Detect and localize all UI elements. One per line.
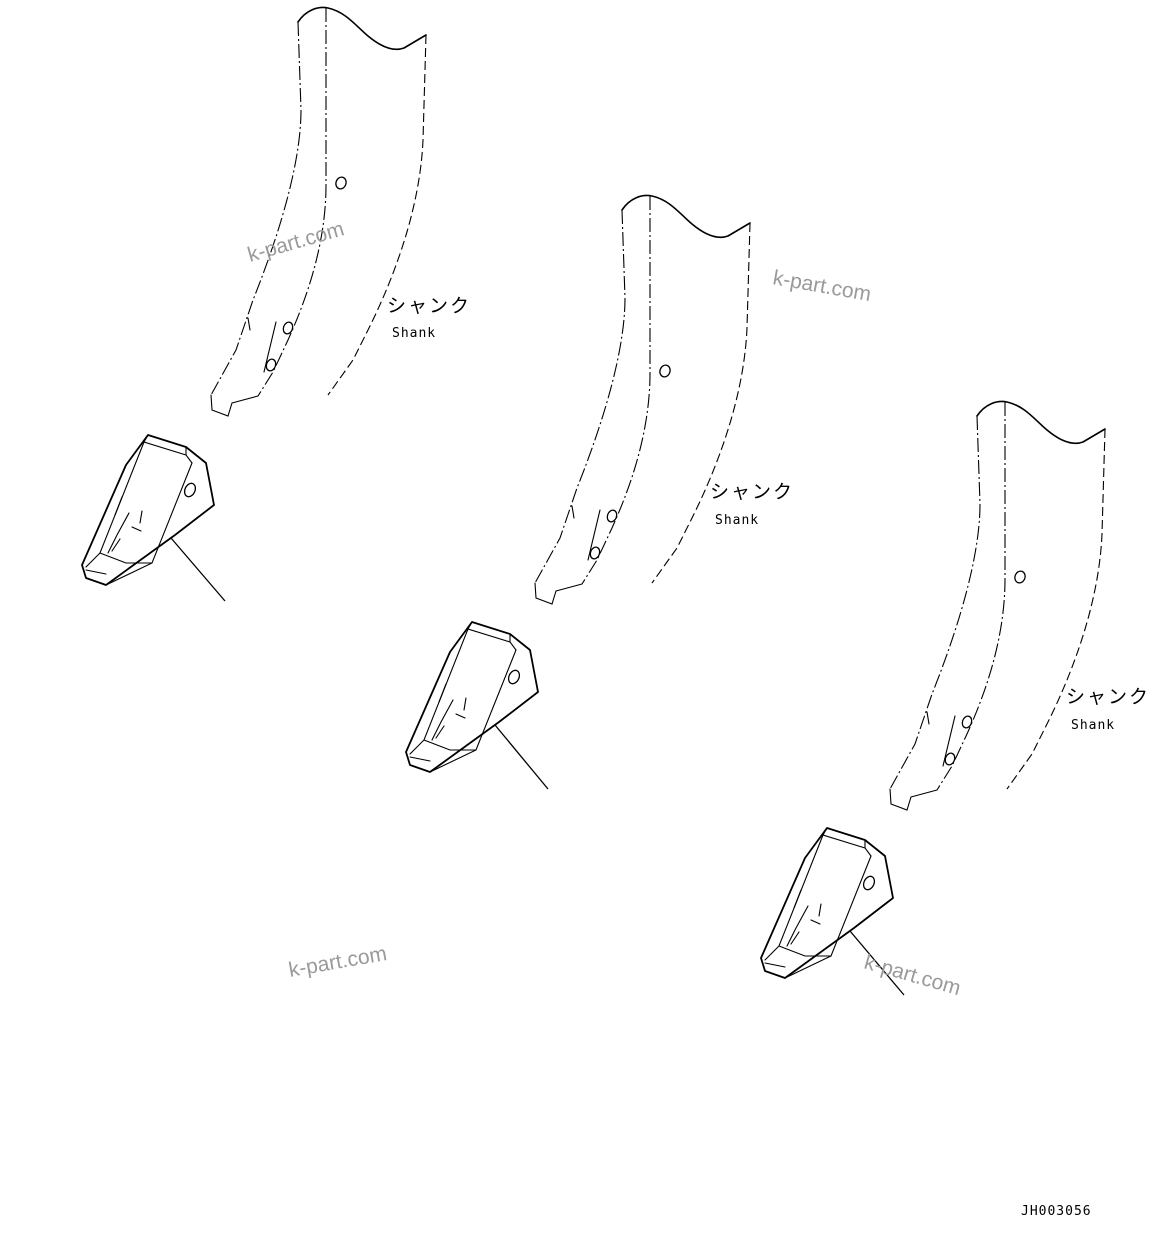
shank-2	[534, 194, 751, 605]
tooth-2	[405, 621, 539, 773]
shank-label-jp-3: シャンク	[1066, 686, 1150, 708]
shank-label-jp-1: シャンク	[387, 295, 471, 317]
shank-label-en-1: Shank	[392, 326, 436, 341]
leader-line-1	[170, 537, 226, 602]
shank-1	[210, 6, 427, 417]
tooth-1	[81, 434, 215, 586]
watermark-1: k-part.com	[245, 217, 347, 266]
leader-line-2	[494, 724, 549, 790]
shank-label-jp-2: シャンク	[710, 481, 794, 503]
shank-label-en-3: Shank	[1071, 718, 1115, 733]
watermark-2: k-part.com	[771, 266, 873, 306]
drawing-code: JH003056	[1021, 1204, 1092, 1219]
watermark-3: k-part.com	[287, 942, 389, 982]
watermark-4: k-part.com	[862, 951, 964, 1000]
leader-line-3	[849, 930, 905, 996]
shank-3	[889, 400, 1106, 811]
shank-label-en-2: Shank	[715, 513, 759, 528]
